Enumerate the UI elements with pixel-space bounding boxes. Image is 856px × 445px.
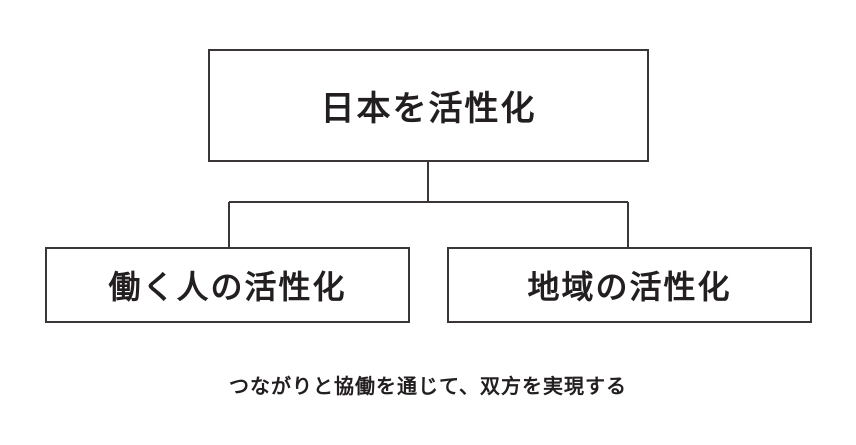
child-node-workers-label: 働く人の活性化 <box>108 268 347 306</box>
diagram-caption: つながりと協働を通じて、双方を実現する <box>229 374 627 398</box>
root-node-label: 日本を活性化 <box>320 89 537 129</box>
child-node-regions: 地域の活性化 <box>447 247 812 323</box>
child-node-workers: 働く人の活性化 <box>45 247 410 323</box>
child-node-regions-label: 地域の活性化 <box>527 268 732 306</box>
root-node: 日本を活性化 <box>208 49 649 162</box>
